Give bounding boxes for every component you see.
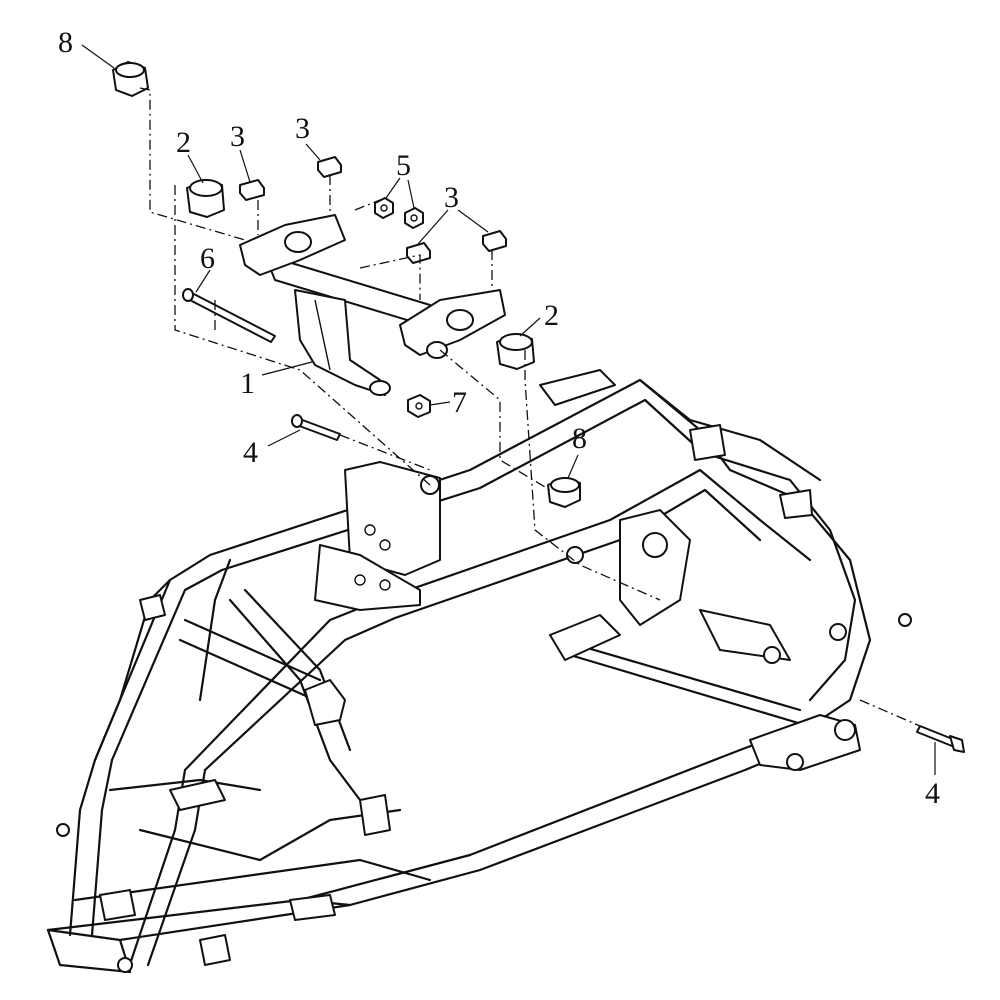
engine-mount-bracket [239, 214, 506, 396]
pad-1 [239, 179, 265, 201]
callout-5: 5 [396, 149, 411, 182]
pad-2 [317, 156, 342, 178]
small-parts [112, 61, 965, 753]
callout-2-right: 2 [544, 299, 559, 332]
vehicle-frame [46, 369, 912, 974]
callout-3-a: 3 [230, 120, 245, 153]
assembly-lines [139, 87, 921, 727]
pad-4 [482, 230, 507, 252]
callout-4-right: 4 [925, 777, 940, 810]
nut-7 [407, 394, 431, 418]
callout-8-lower: 8 [572, 422, 587, 455]
leader-lines [81, 44, 936, 775]
callout-4-left: 4 [243, 436, 258, 469]
callout-7: 7 [452, 386, 467, 419]
callout-1: 1 [240, 367, 255, 400]
callout-2-left: 2 [176, 126, 191, 159]
callout-3-c: 3 [444, 181, 459, 214]
callout-3-b: 3 [295, 112, 310, 145]
nut-5a [374, 197, 394, 219]
callout-8-top: 8 [58, 26, 73, 59]
pad-3 [406, 242, 431, 264]
bolt-long [185, 291, 276, 343]
nut-5b [404, 207, 424, 229]
callout-6: 6 [200, 242, 215, 275]
callout-numbers: 8 2 3 3 5 3 6 2 1 7 4 8 4 [58, 26, 940, 810]
